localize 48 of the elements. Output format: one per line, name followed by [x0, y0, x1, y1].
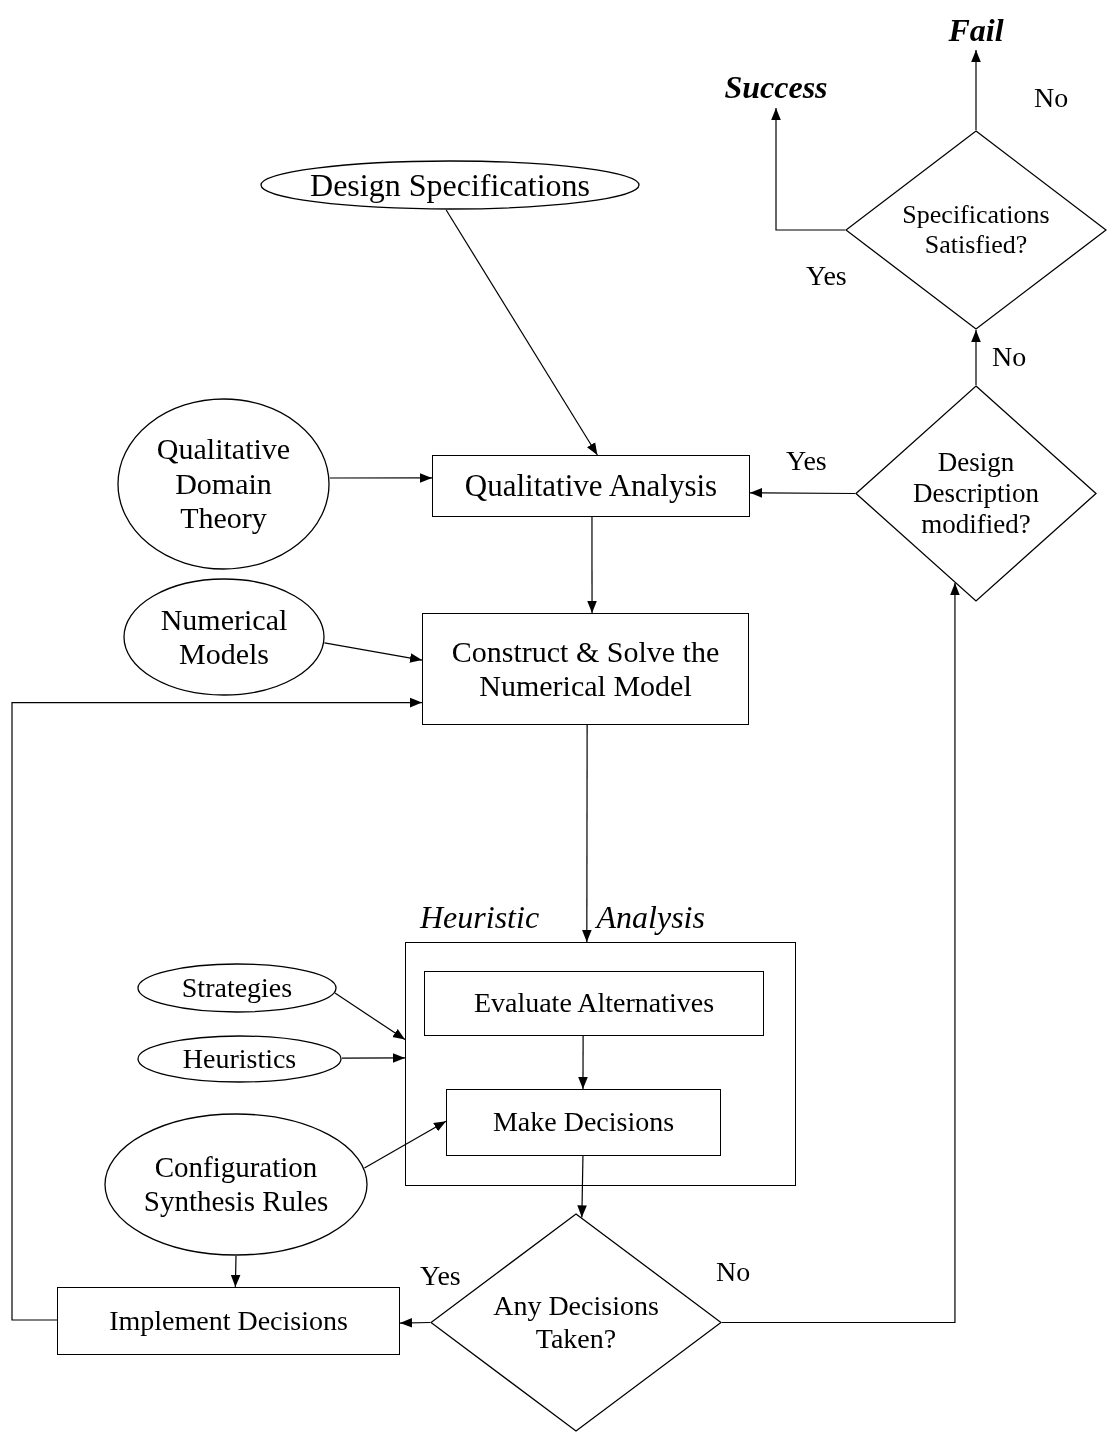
node-label: Heuristics — [182, 1042, 297, 1076]
node-label: Numerical Models — [159, 602, 289, 672]
input-ellipse — [260, 160, 640, 210]
node-label: Configuration Synthesis Rules — [142, 1151, 330, 1218]
arrow — [582, 724, 592, 943]
arrow — [577, 1155, 587, 1218]
arrow — [721, 582, 960, 1324]
outcome-label: Success — [724, 68, 828, 107]
process-box — [57, 1287, 400, 1355]
arrow — [329, 473, 433, 483]
group-title: Heuristic Analysis — [420, 898, 705, 937]
box-label: Evaluate Alternatives — [473, 987, 715, 1020]
box-label: Make Decisions — [492, 1106, 675, 1139]
arrow — [578, 1035, 588, 1090]
arrow — [11, 697, 423, 1321]
arrow — [334, 992, 406, 1041]
input-ellipse — [123, 578, 325, 696]
process-box — [422, 613, 749, 725]
node-label: Design Specifications — [310, 166, 590, 204]
arrow — [341, 1053, 406, 1063]
node-label: Design Description modified? — [912, 446, 1040, 541]
input-ellipse — [137, 963, 337, 1013]
arrow — [971, 329, 981, 386]
process-box — [446, 1089, 721, 1156]
arrow — [399, 1318, 431, 1328]
node-label: Qualitative Domain Theory — [155, 432, 292, 536]
arrow — [445, 209, 598, 456]
input-ellipse — [137, 1035, 342, 1083]
arrow — [587, 516, 597, 614]
decision-diamond — [855, 385, 1097, 602]
process-box — [424, 971, 764, 1036]
node-label: Strategies — [181, 971, 293, 1005]
outcome-label: Fail — [948, 11, 1004, 50]
node-label: Any Decisions Taken? — [492, 1290, 660, 1355]
arrow — [771, 107, 846, 231]
input-ellipse — [117, 398, 330, 570]
process-box — [432, 455, 750, 517]
box-label: Qualitative Analysis — [464, 468, 718, 504]
box-label: Implement Decisions — [109, 1304, 348, 1338]
box-label: Construct & Solve the Numerical Model — [450, 634, 721, 704]
node-label: Specifications Satisfied? — [901, 200, 1051, 260]
decision-diamond — [845, 130, 1107, 330]
arrow — [230, 1255, 241, 1288]
arrow — [363, 1120, 447, 1169]
arrow — [749, 488, 856, 498]
arrow — [323, 642, 423, 663]
arrow — [971, 49, 981, 131]
input-ellipse — [104, 1113, 368, 1256]
